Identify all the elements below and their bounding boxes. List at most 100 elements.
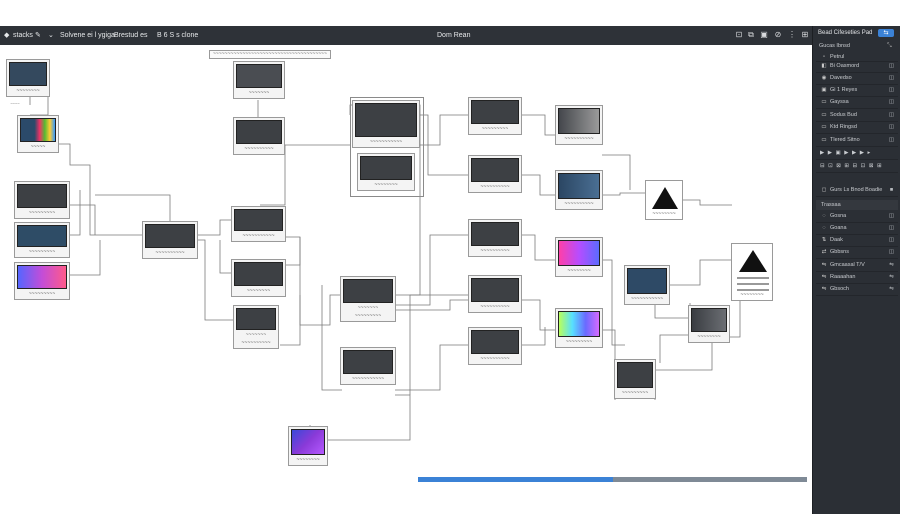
levels-node[interactable]: ~~~~~~~~ — [231, 259, 286, 297]
row-icon: ⇋ — [821, 274, 827, 280]
node-preview — [343, 279, 393, 303]
panel-row[interactable]: ⇄ Gbbsns ◫ — [816, 247, 898, 259]
panel-row[interactable]: ▭ Tlered Sitno ◫ — [816, 135, 898, 147]
panel-row[interactable]: ⇋ Gbsoch ⇋ — [816, 284, 898, 296]
channel-node-1[interactable]: ~~~~~~~~~ — [468, 97, 522, 135]
wire — [198, 239, 233, 321]
playback-controls[interactable]: ▶ ▶ ▣ ▶ ▶ ▶ ▸ — [820, 150, 872, 156]
layout-controls[interactable]: ⊟ ⊡ ⊠ ⊞ ⊟ ⊡ ⊠ ⊞ — [820, 163, 883, 169]
row-toggle-icon[interactable]: ◫ — [888, 99, 895, 105]
channel-node-5[interactable]: ~~~~~~~~~~ — [468, 327, 522, 365]
grid-icon[interactable]: ⊞ — [801, 30, 809, 39]
curves-node[interactable]: ~~~~~~~ ~~~~~~~~~~ — [233, 305, 279, 349]
render-node[interactable]: ~~~~~~~~ — [688, 305, 730, 343]
node-canvas[interactable]: ~~~~~~~~~~~~~~~~~~~~~~~~~~~~~~~~~~~~~~~ … — [0, 45, 812, 514]
row-toggle-icon[interactable]: ◫ — [888, 225, 895, 231]
blue-gradient-node[interactable]: ~~~~~~~~~~ — [555, 170, 603, 210]
row-label: Gayssa — [830, 99, 849, 105]
blur-node[interactable]: ~~~~~~~~~~~ — [231, 206, 286, 242]
panel-row[interactable]: ◌ Gosna ◫ — [816, 211, 898, 223]
row-toggle-icon[interactable]: ◫ — [888, 112, 895, 118]
mix-node[interactable]: ~~~~~~~~~~ — [142, 221, 198, 259]
row-toggle-icon[interactable]: ◫ — [888, 87, 895, 93]
spectrum-node[interactable]: ~~~~~~~~~ — [555, 308, 603, 348]
node-caption: ~~~~~~~~~~ — [480, 184, 510, 190]
channel-node-4[interactable]: ~~~~~~~~~~ — [468, 275, 522, 313]
gray-gradient-node[interactable]: ~~~~~~~~~~ — [555, 105, 603, 145]
row-toggle-icon[interactable]: ⇋ — [889, 274, 894, 280]
panel-row[interactable]: ▭ Ktd Ringsd ◫ — [816, 122, 898, 134]
panel-row[interactable]: ▣ Gi 1 Reyes ◫ — [816, 85, 898, 97]
node-preview — [234, 262, 283, 286]
panel-subtitle: Gucas Ibnsd — [819, 43, 850, 49]
row-toggle-icon[interactable]: ◫ — [888, 137, 895, 143]
wire — [48, 143, 145, 236]
transform-node[interactable]: ~~~~~~~~~~~ — [340, 347, 396, 385]
group-main-node[interactable]: ~~~~~~~~~~~ — [352, 100, 420, 148]
more-icon[interactable]: ⋮ — [788, 30, 796, 39]
panel-row[interactable]: ▭ Gayssa ◫ — [816, 97, 898, 109]
channel-node-2[interactable]: ~~~~~~~~~~ — [468, 155, 522, 193]
panel-row[interactable]: ◧ Bi Oasmord ◫ — [816, 61, 898, 73]
panel-row[interactable]: ⇅ Daak ◫ — [816, 235, 898, 247]
frame-icon[interactable]: ⊡ — [735, 30, 743, 39]
row-toggle-icon[interactable]: ⇋ — [889, 262, 894, 268]
panel-row[interactable]: ⇋ Raaaahan ⇋ — [816, 272, 898, 284]
wire — [520, 327, 546, 346]
magenta-gradient-node[interactable]: ~~~~~~~~ — [555, 237, 603, 277]
node-preview — [17, 225, 67, 247]
chevron-down-icon[interactable]: ⌄ — [48, 32, 54, 39]
menu-item-3[interactable]: B 6 S s clone — [157, 32, 199, 39]
triangle-mask-node[interactable]: ~~~~~~~~ — [645, 180, 683, 220]
panel-section-header[interactable]: Trassaa — [816, 200, 898, 210]
node-group-frame[interactable] — [350, 97, 424, 197]
edit-icon[interactable]: ✎ — [35, 32, 41, 39]
panel-row[interactable]: ▭ Sodus Bud ◫ — [816, 110, 898, 122]
menu-item-2[interactable]: Brestud es — [114, 32, 148, 39]
channel-node-3[interactable]: ~~~~~~~~~~ — [468, 219, 522, 257]
output-top-node[interactable]: ~~~~~~~ — [233, 61, 285, 99]
panel-row[interactable]: ⇋ Gmcaasal T/V ⇋ — [816, 260, 898, 272]
app-label[interactable]: stacks — [13, 32, 33, 39]
blue-output-node[interactable]: ~~~~~~~~~~~ — [624, 265, 670, 305]
row-toggle-icon[interactable]: ◫ — [888, 213, 895, 219]
view-icon[interactable]: ▣ — [760, 30, 768, 39]
row-toggle-icon[interactable]: ■ — [889, 187, 894, 193]
panel-row[interactable]: ◌ Goana ◫ — [816, 223, 898, 235]
row-toggle-icon[interactable]: ◫ — [888, 249, 895, 255]
canvas-header-label: ~~~~~~~~~~~~~~~~~~~~~~~~~~~~~~~~~~~~~~~ — [209, 50, 331, 59]
color-node[interactable]: ~~~~~ — [17, 115, 59, 153]
row-toggle-icon[interactable]: ◫ — [888, 124, 895, 130]
filter-node[interactable]: ~~~~~~~~~~ — [233, 117, 285, 155]
triangle-stack-node[interactable]: ~~~~~~~~ — [731, 243, 773, 301]
wire — [280, 295, 301, 346]
panel-row[interactable]: ▫ Petrul — [816, 53, 898, 62]
group-sub-node[interactable]: ~~~~~~~~ — [357, 153, 415, 191]
panel-toolbar-row-2[interactable]: ⊟ ⊡ ⊠ ⊞ ⊟ ⊡ ⊠ ⊞ — [816, 161, 898, 173]
merge-node[interactable]: ~~~~~~~ ~~~~~~~~~ — [340, 276, 396, 322]
panel-row[interactable]: ◻ Gurs Ls Bnod Boadie ■ — [816, 185, 898, 197]
gradient-node[interactable]: ~~~~~~~~~ — [14, 262, 70, 300]
expand-icon[interactable]: ⤡ — [887, 43, 892, 49]
texture-node[interactable]: ~~~~~~~~~ — [14, 181, 70, 219]
row-toggle-icon[interactable]: ◫ — [888, 75, 895, 81]
menu-item-1[interactable]: Solvene ei l ygiga — [60, 32, 115, 39]
row-toggle-icon[interactable]: ◫ — [888, 237, 895, 243]
panel-toolbar-row[interactable]: ▶ ▶ ▣ ▶ ▶ ▶ ▸ — [816, 148, 898, 160]
final-node[interactable]: ~~~~~~~~~ — [614, 359, 656, 399]
disable-icon[interactable]: ⊘ — [774, 30, 782, 39]
duplicate-icon[interactable]: ⧉ — [748, 30, 754, 39]
row-toggle-icon[interactable]: ⇋ — [889, 286, 894, 292]
progress-fill — [418, 477, 613, 482]
purple-preview-node[interactable]: ~~~~~~~~ — [288, 426, 328, 466]
row-icon: ⇄ — [821, 249, 827, 255]
wire — [299, 237, 342, 326]
row-toggle-icon[interactable]: ◫ — [888, 63, 895, 69]
panel-row[interactable]: ◉ Davedso ◫ — [816, 73, 898, 85]
panel-sync-button[interactable]: ⇆ — [878, 29, 894, 37]
node-caption: ~~~~~~~ — [248, 90, 270, 96]
app-logo-icon[interactable]: ◆ — [4, 32, 10, 39]
image-input-node[interactable]: ~~~~~~~~ — [6, 59, 50, 97]
node-preview — [471, 158, 519, 182]
blue-texture-node[interactable]: ~~~~~~~~~ — [14, 222, 70, 258]
